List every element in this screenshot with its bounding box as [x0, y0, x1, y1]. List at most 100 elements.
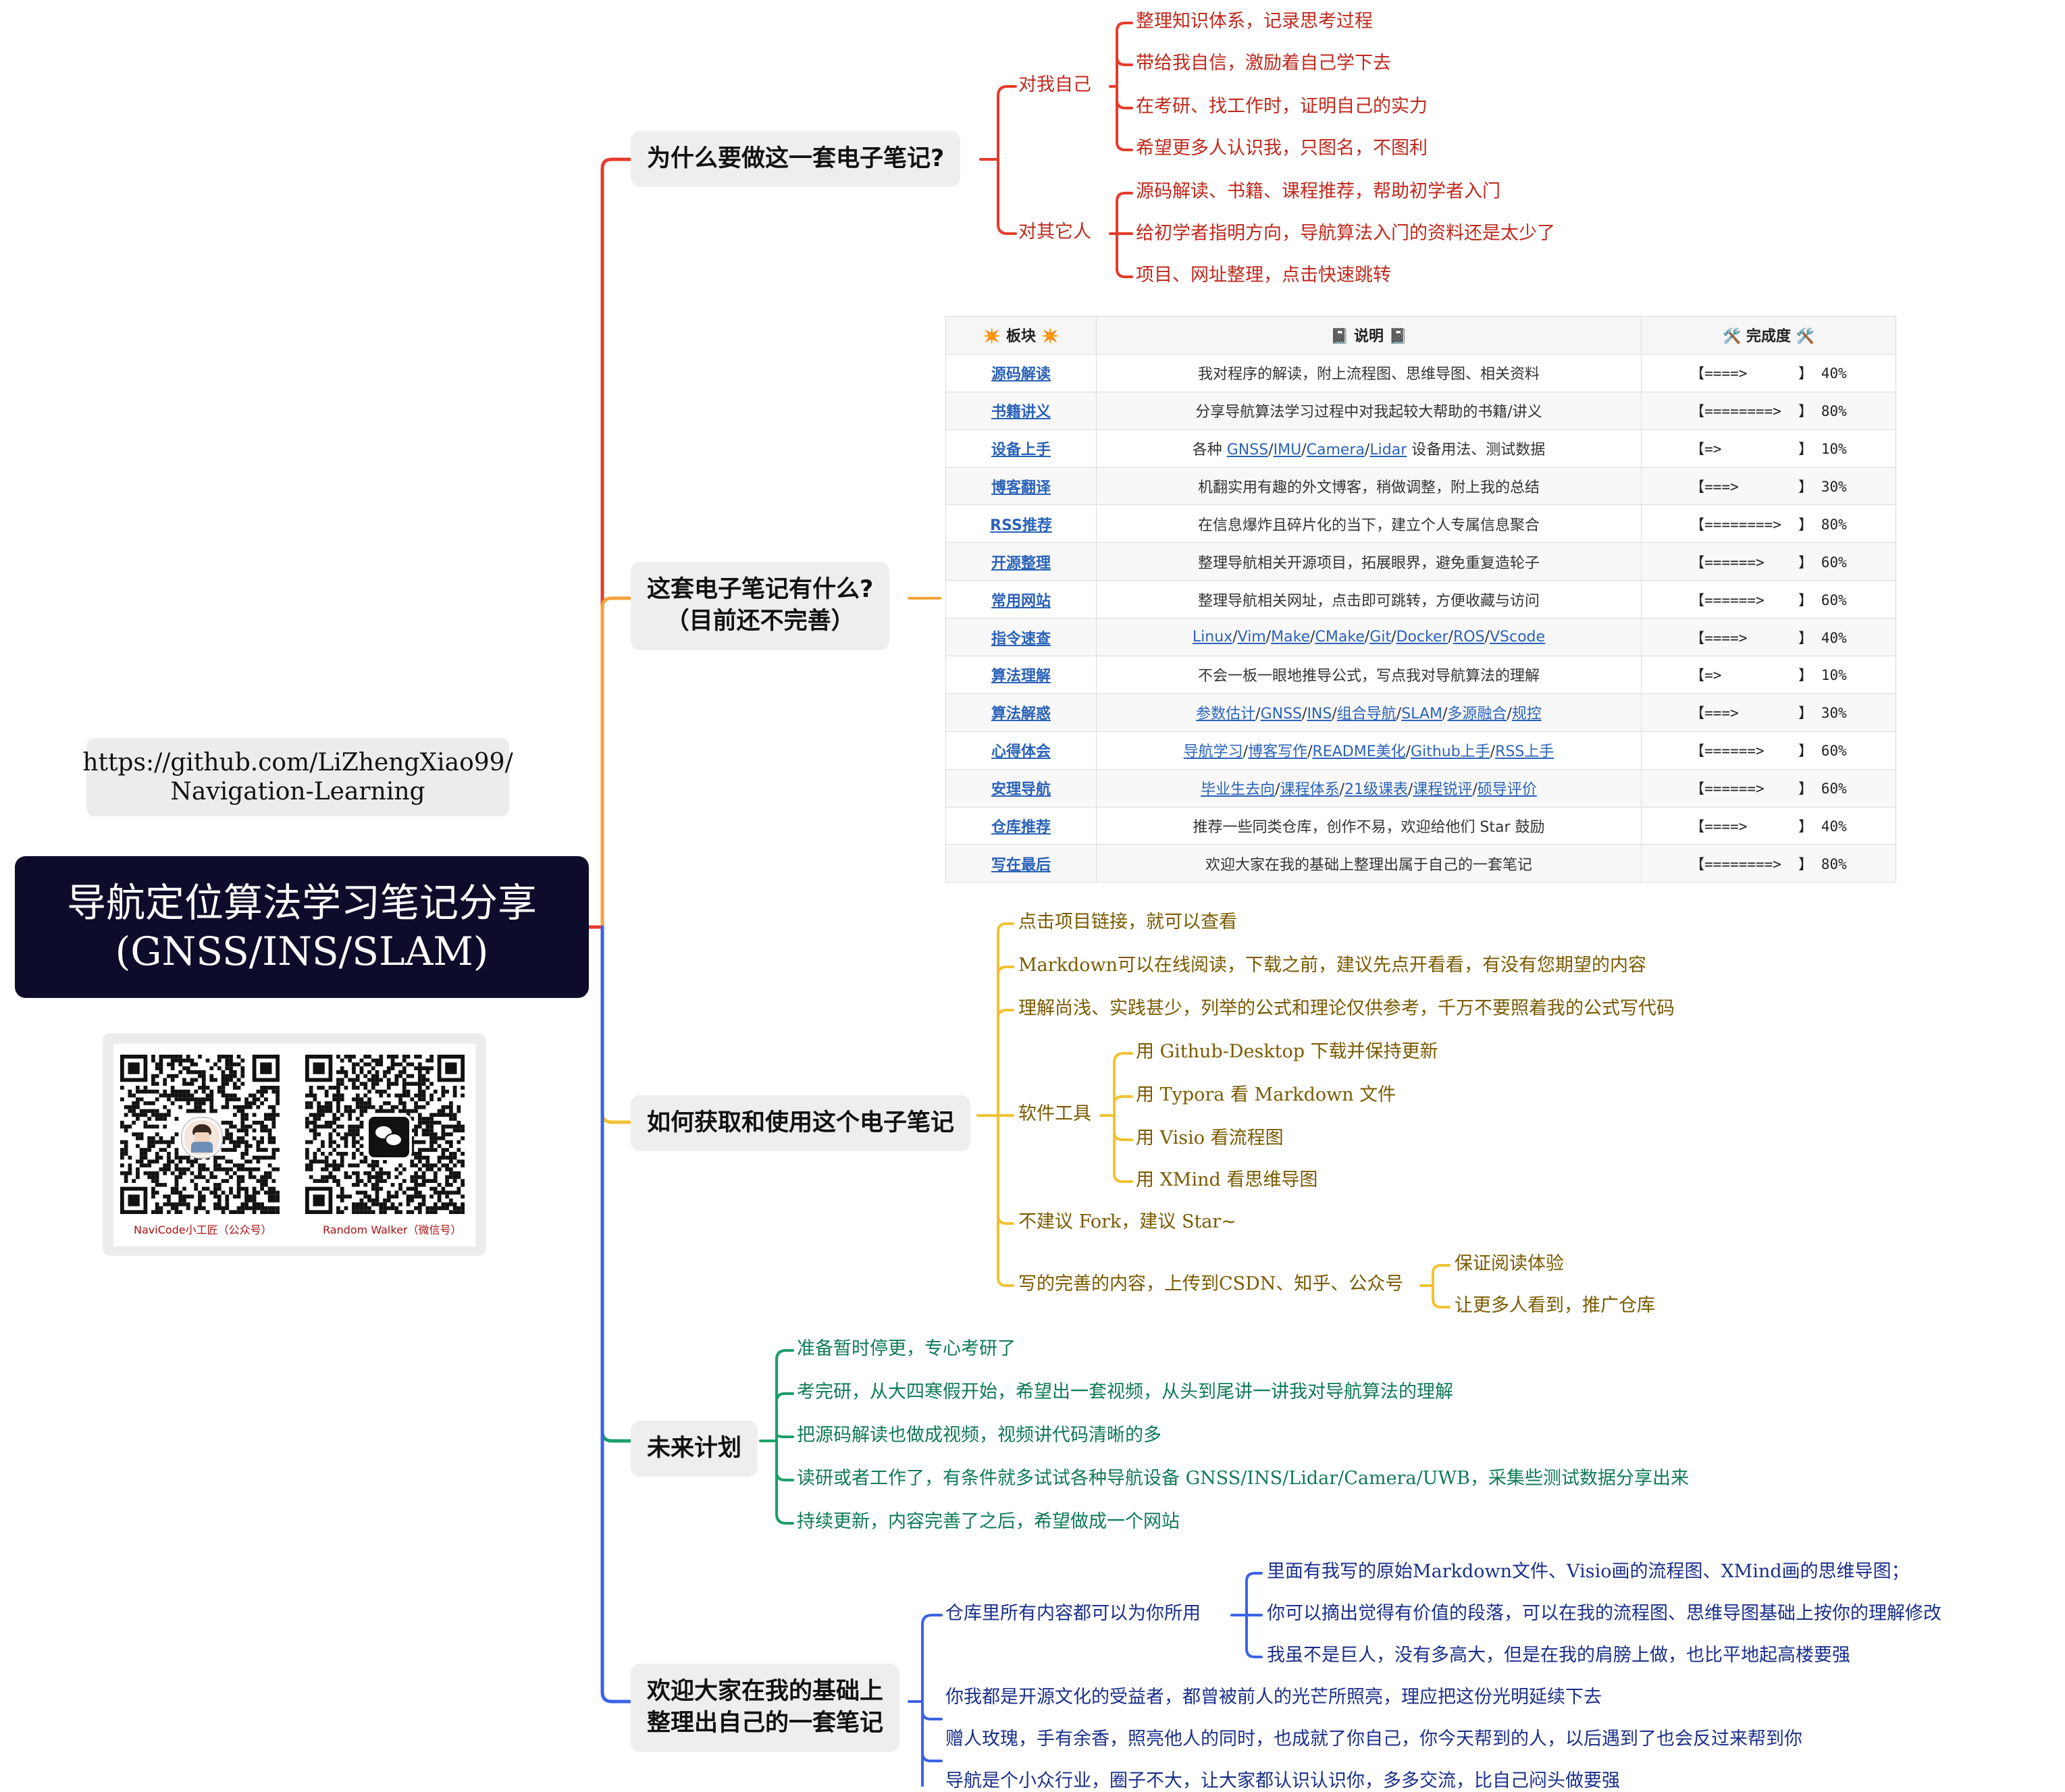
b1-self-item[interactable]: 整理知识体系，记录思考过程	[1136, 11, 1373, 32]
description-link[interactable]: Docker	[1396, 629, 1448, 646]
b1-others-item[interactable]: 源码解读、书籍、课程推荐，帮助初学者入门	[1136, 181, 1500, 202]
b3-publish-label[interactable]: 写的完善的内容，上传到CSDN、知乎、公众号	[1018, 1273, 1404, 1294]
branch-howto[interactable]: 如何获取和使用这个电子笔记	[631, 1095, 971, 1152]
branch-why[interactable]: 为什么要做这一套电子笔记?	[631, 131, 961, 188]
section-description: 在信息爆炸且碎片化的当下，建立个人专属信息聚合	[1096, 504, 1642, 544]
section-link[interactable]: 源码解读	[945, 353, 1097, 392]
section-link[interactable]: 写在最后	[945, 844, 1097, 883]
b4-item[interactable]: 读研或者工作了，有条件就多试试各种导航设备 GNSS/INS/Lidar/Cam…	[797, 1468, 1690, 1489]
b1-self-label[interactable]: 对我自己	[1018, 74, 1091, 95]
b5-repo-item[interactable]: 我虽不是巨人，没有多高大，但是在我的肩膀上做，也比平地起高楼要强	[1267, 1645, 1850, 1666]
description-link[interactable]: Git	[1369, 629, 1392, 646]
description-link[interactable]: IMU	[1273, 442, 1302, 459]
description-link[interactable]: VScode	[1489, 629, 1546, 646]
b5-item[interactable]: 赠人玫瑰，手有余香，照亮他人的同时，也成就了你自己，你今天帮到的人，以后遇到了也…	[945, 1729, 1802, 1749]
section-description: 机翻实用有趣的外文博客，稍做调整，附上我的总结	[1096, 467, 1642, 506]
b4-item[interactable]: 考完研，从大四寒假开始，希望出一套视频，从头到尾讲一讲我对导航算法的理解	[797, 1381, 1453, 1402]
description-link[interactable]: SLAM	[1401, 706, 1442, 723]
section-link[interactable]: 算法理解	[945, 656, 1097, 694]
description-link[interactable]: Make	[1271, 629, 1311, 646]
b4-item[interactable]: 把源码解读也做成视频，视频讲代码清晰的多	[797, 1425, 1161, 1446]
description-link[interactable]: INS	[1307, 706, 1332, 723]
section-link[interactable]: 心得体会	[945, 731, 1097, 770]
description-link[interactable]: 21级课表	[1344, 781, 1408, 799]
section-link[interactable]: 常用网站	[945, 580, 1097, 619]
b3-tools-label[interactable]: 软件工具	[1018, 1103, 1091, 1124]
description-link[interactable]: 课程体系	[1280, 781, 1340, 799]
description-link[interactable]: README美化	[1312, 743, 1406, 761]
section-link[interactable]: 指令速查	[945, 618, 1097, 657]
repo-url-label[interactable]: https://github.com/LiZhengXiao99/ Naviga…	[82, 738, 513, 816]
description-link[interactable]: Github上手	[1411, 743, 1490, 761]
description-link[interactable]: Vim	[1237, 629, 1266, 646]
b1-others-label[interactable]: 对其它人	[1018, 221, 1091, 242]
b3-tool-item[interactable]: 用 Typora 看 Markdown 文件	[1136, 1084, 1396, 1105]
section-description: 整理导航相关网址，点击即可跳转，方便收藏与访问	[1096, 580, 1642, 619]
section-link[interactable]: 书籍讲义	[945, 391, 1097, 430]
progress-bar-text: 【========> 】	[1690, 855, 1813, 872]
b4-item[interactable]: 持续更新，内容完善了之后，希望做成一个网站	[797, 1511, 1180, 1532]
description-link[interactable]: RSS上手	[1495, 743, 1554, 761]
b3-item[interactable]: Markdown可以在线阅读，下载之前，建议先点开看看，有没有您期望的内容	[1018, 955, 1647, 976]
progress-bar-text: 【========> 】	[1690, 403, 1813, 420]
b3-tool-item[interactable]: 用 Github-Desktop 下载并保持更新	[1136, 1041, 1438, 1062]
b3-item[interactable]: 理解尚浅、实践甚少，列举的公式和理论仅供参考，千万不要照着我的公式写代码	[1018, 998, 1675, 1019]
description-link[interactable]: 硕导评价	[1477, 781, 1537, 799]
section-link[interactable]: RSS推荐	[945, 504, 1097, 544]
b3-publish-item[interactable]: 让更多人看到，推广仓库	[1455, 1295, 1655, 1316]
b3-tool-item[interactable]: 用 XMind 看思维导图	[1136, 1169, 1318, 1190]
section-link[interactable]: 算法解惑	[945, 693, 1097, 732]
b4-connectors	[759, 1349, 794, 1525]
b5-item[interactable]: 你我都是开源文化的受益者，都曾被前人的光芒所照亮，理应把这份光明延续下去	[945, 1687, 1602, 1708]
section-link[interactable]: 仓库推荐	[945, 806, 1097, 845]
b4-item[interactable]: 准备暂时停更，专心考研了	[797, 1338, 1016, 1359]
description-link[interactable]: Lidar	[1369, 442, 1407, 459]
branch-future[interactable]: 未来计划	[631, 1421, 758, 1477]
b3-item[interactable]: 点击项目链接，就可以查看	[1018, 912, 1237, 932]
progress-percent: 10%	[1821, 667, 1847, 684]
root-title-line2: (GNSS/INS/SLAM)	[115, 928, 489, 974]
description-link[interactable]: GNSS	[1260, 706, 1303, 723]
section-link[interactable]: 开源整理	[945, 542, 1097, 581]
description-link[interactable]: ROS	[1453, 629, 1485, 646]
progress-bar-text: 【====> 】	[1690, 818, 1813, 835]
progress-bar-text: 【======> 】	[1690, 591, 1813, 608]
description-link[interactable]: 导航学习	[1183, 743, 1243, 761]
progress-bar-text: 【=> 】	[1690, 667, 1813, 684]
description-link[interactable]: CMake	[1315, 629, 1365, 646]
description-link[interactable]: 参数估计	[1196, 706, 1256, 723]
b3-tool-item[interactable]: 用 Visio 看流程图	[1136, 1128, 1284, 1149]
b5-repo-item[interactable]: 里面有我写的原始Markdown文件、Visio画的流程图、XMind画的思维导…	[1267, 1561, 1910, 1582]
branch-contents-title-line1: 这套电子笔记有什么?	[647, 576, 874, 603]
root-node[interactable]: 导航定位算法学习笔记分享 (GNSS/INS/SLAM)	[15, 856, 589, 998]
table-row: 开源整理整理导航相关开源项目，拓展眼界，避免重复造轮子【======> 】 60…	[945, 542, 1896, 581]
description-link[interactable]: 课程锐评	[1413, 781, 1473, 799]
description-link[interactable]: Camera	[1306, 442, 1365, 459]
b1-others-item[interactable]: 给初学者指明方向，导航算法入门的资料还是太少了	[1136, 223, 1555, 244]
section-link[interactable]: 安理导航	[945, 768, 1097, 808]
b1-self-item[interactable]: 带给我自信，激励着自己学下去	[1136, 53, 1391, 74]
b3-publish-item[interactable]: 保证阅读体验	[1455, 1253, 1564, 1274]
b5-item[interactable]: 导航是个小众行业，圈子不大，让大家都认识认识你，多多交流，比自己闷头做要强	[945, 1770, 1620, 1791]
section-link[interactable]: 设备上手	[945, 429, 1097, 468]
description-link[interactable]: Linux	[1192, 629, 1233, 646]
description-link[interactable]: 博客写作	[1248, 743, 1308, 761]
branch-contents[interactable]: 这套电子笔记有什么? （目前还不完善）	[631, 562, 890, 650]
b1-self-item[interactable]: 在考研、找工作时，证明自己的实力	[1136, 96, 1428, 117]
b3-fork-note[interactable]: 不建议 Fork，建议 Star~	[1018, 1211, 1236, 1232]
description-link[interactable]: 组合导航	[1336, 706, 1396, 723]
b5-repo-label[interactable]: 仓库里所有内容都可以为你所用	[945, 1603, 1201, 1624]
branch-welcome[interactable]: 欢迎大家在我的基础上 整理出自己的一套笔记	[631, 1664, 900, 1752]
b5-repo-item[interactable]: 你可以摘出觉得有价值的段落，可以在我的流程图、思维导图基础上按你的理解修改	[1267, 1603, 1941, 1624]
section-link[interactable]: 博客翻译	[945, 467, 1097, 506]
description-link[interactable]: 毕业生去向	[1201, 781, 1276, 799]
description-link[interactable]: 规控	[1511, 706, 1542, 723]
description-link[interactable]: 多源融合	[1447, 706, 1507, 723]
branch-why-title: 为什么要做这一套电子笔记?	[647, 145, 945, 172]
b1-others-item[interactable]: 项目、网址整理，点击快速跳转	[1136, 265, 1391, 286]
b1-connectors	[979, 22, 1133, 278]
description-link[interactable]: GNSS	[1226, 442, 1269, 459]
table-row: 常用网站整理导航相关网址，点击即可跳转，方便收藏与访问【======> 】 60…	[945, 580, 1896, 619]
b1-self-item[interactable]: 希望更多人认识我，只图名，不图利	[1136, 138, 1428, 159]
